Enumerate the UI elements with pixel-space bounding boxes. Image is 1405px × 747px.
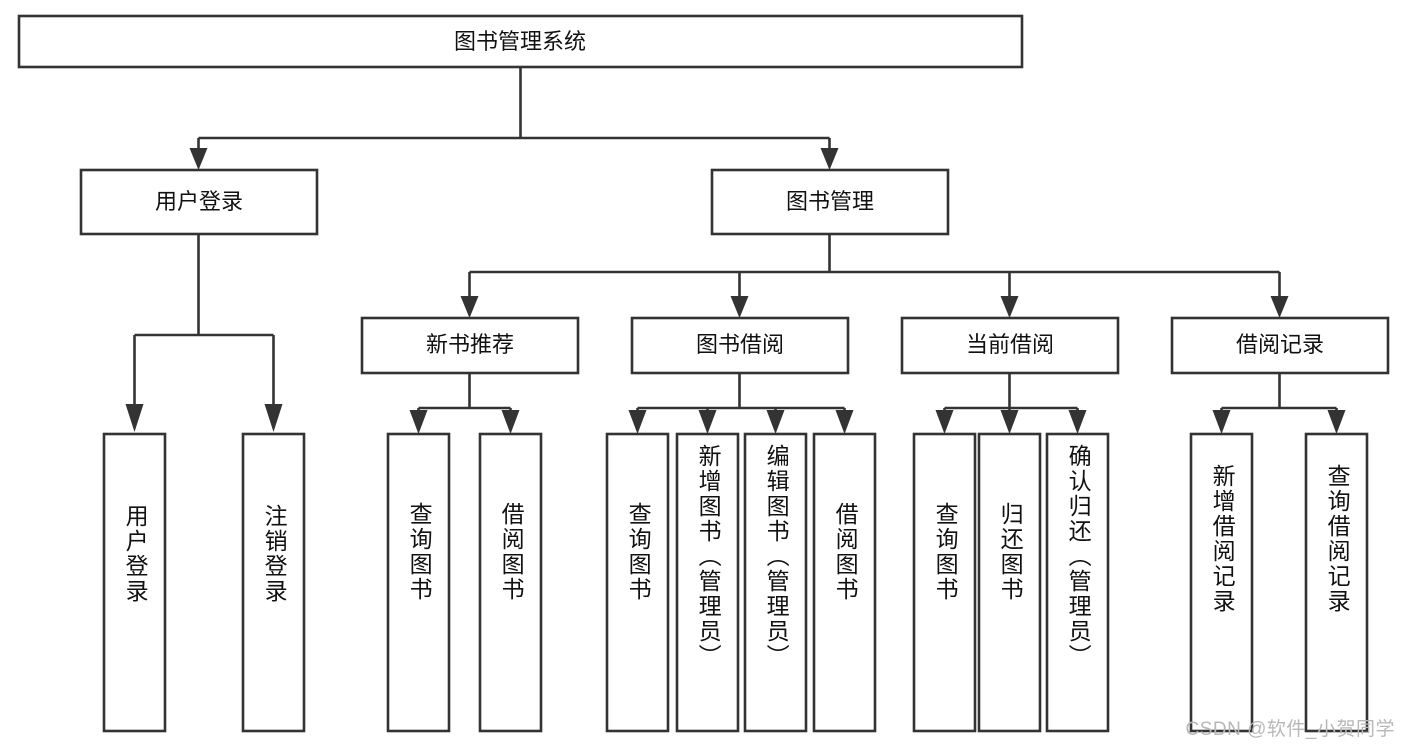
- node-new-book-recommend-box[interactable]: [360, 316, 580, 375]
- arrow-head-leaf-12: [1212, 410, 1231, 434]
- arrow-head-leaf-9: [935, 410, 954, 434]
- arrow-head-to-borrow-book: [730, 296, 749, 318]
- node-new-book-recommend[interactable]: 新书推荐: [360, 316, 580, 375]
- node-new-book-recommend-label: 新书推荐: [426, 332, 514, 357]
- arrow-head-leaf-7: [766, 410, 785, 434]
- node-current-borrow-box[interactable]: [900, 316, 1120, 375]
- leaf-box-edit-book-admin[interactable]: [743, 432, 808, 733]
- node-current-borrow-label: 当前借阅: [966, 332, 1054, 357]
- node-user-login-label: 用户登录: [155, 189, 243, 214]
- node-book-manage[interactable]: 图书管理: [710, 168, 950, 236]
- leaf-box-query-book-2[interactable]: [605, 432, 670, 733]
- node-borrow-record[interactable]: 借阅记录: [1170, 316, 1390, 375]
- arrow-head-leaf-1: [125, 404, 144, 432]
- node-borrow-record-box[interactable]: [1170, 316, 1390, 375]
- node-root-label: 图书管理系统: [454, 29, 586, 54]
- node-user-login[interactable]: 用户登录: [79, 168, 319, 236]
- arrow-head-leaf-11: [1068, 410, 1087, 434]
- arrow-head-leaf-10: [1000, 410, 1019, 434]
- leaf-box-borrow-book-1[interactable]: [478, 432, 543, 733]
- leaf-box-return-book[interactable]: [977, 432, 1042, 733]
- watermark: CSDN @软件_小贺同学: [1185, 719, 1395, 740]
- node-book-borrow-label: 图书借阅: [696, 332, 784, 357]
- leaf-box-query-book-1[interactable]: [386, 432, 451, 733]
- leaf-box-add-borrow-record[interactable]: [1189, 432, 1254, 733]
- arrow-head-leaf-4: [501, 410, 520, 434]
- arrow-head-leaf-6: [698, 410, 717, 434]
- node-book-borrow[interactable]: 图书借阅: [630, 316, 850, 375]
- arrow-head-to-new-book: [460, 296, 479, 318]
- arrow-head-leaf-8: [835, 410, 854, 434]
- node-book-manage-label: 图书管理: [786, 189, 874, 214]
- leaf-box-borrow-book-2[interactable]: [812, 432, 877, 733]
- leaf-box-logout[interactable]: [241, 432, 306, 733]
- node-borrow-record-label: 借阅记录: [1236, 332, 1324, 357]
- leaf-box-add-book-admin[interactable]: [675, 432, 740, 733]
- arrow-head-leaf-2: [264, 404, 283, 432]
- arrow-head-to-current-borrow: [1000, 296, 1019, 318]
- arrow-head-leaf-3: [409, 410, 428, 434]
- leaf-box-query-borrow-record[interactable]: [1304, 432, 1369, 733]
- arrow-head-to-borrow-record: [1270, 296, 1289, 318]
- node-book-borrow-box[interactable]: [630, 316, 850, 375]
- leaf-box-user-login[interactable]: [102, 432, 167, 733]
- arrow-head-leaf-13: [1327, 410, 1346, 434]
- arrow-head-leaf-5: [628, 410, 647, 434]
- leaf-box-query-book-3[interactable]: [912, 432, 977, 733]
- leaf-box-confirm-return-admin[interactable]: [1045, 432, 1110, 733]
- node-root-box[interactable]: [17, 14, 1024, 69]
- node-root[interactable]: 图书管理系统: [17, 14, 1024, 69]
- node-current-borrow[interactable]: 当前借阅: [900, 316, 1120, 375]
- node-book-manage-box[interactable]: [710, 168, 950, 236]
- arrow-head-to-book-manage: [820, 148, 839, 170]
- arrow-head-to-user-login: [189, 148, 208, 170]
